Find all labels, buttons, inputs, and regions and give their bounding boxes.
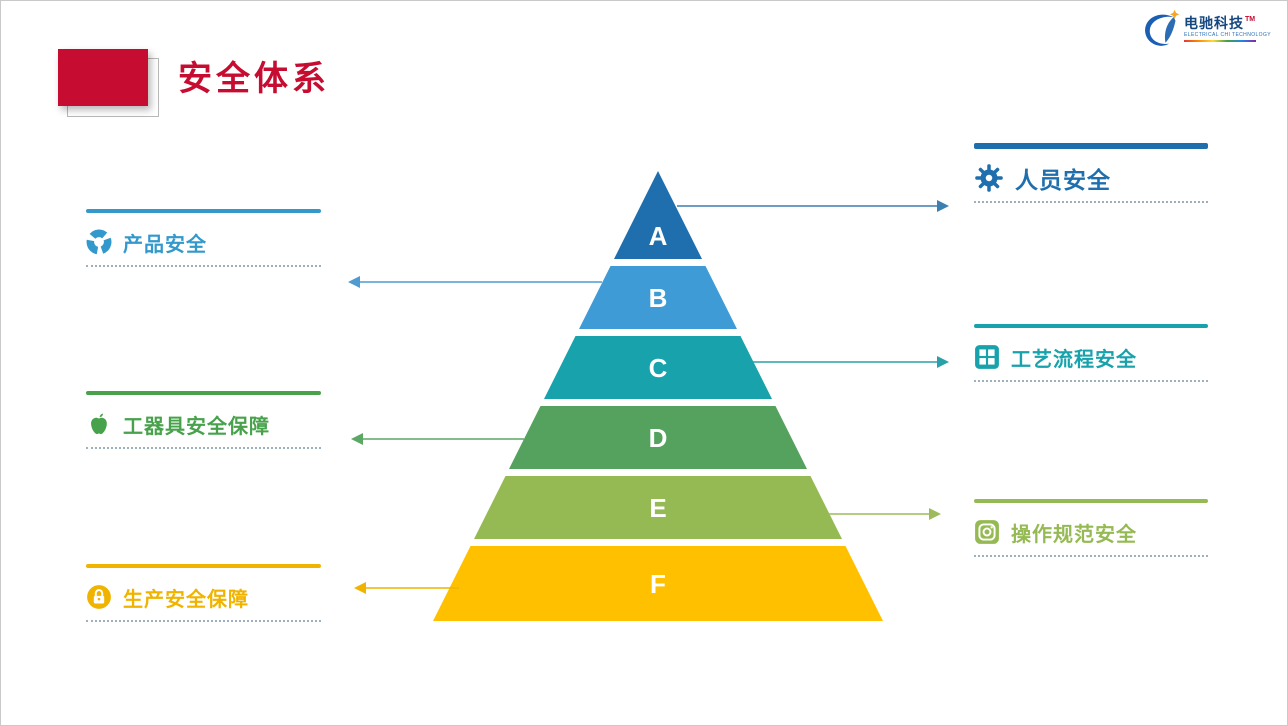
pyramid-letter-b: B xyxy=(649,283,668,313)
dotted-underline xyxy=(86,265,321,267)
label-topbar xyxy=(974,499,1208,503)
pyramid-level-c xyxy=(544,336,772,399)
dotted-underline xyxy=(974,201,1208,203)
logo-text-block: 电驰科技 TM ELECTRICAL CHI TECHNOLOGY xyxy=(1184,7,1271,42)
pyramid-letter-d: D xyxy=(649,423,668,453)
page-title: 安全体系 xyxy=(178,60,330,98)
grid-icon xyxy=(974,344,1000,370)
label-text: 人员安全 xyxy=(1015,167,1111,193)
aperture-icon xyxy=(86,229,112,255)
label-topbar xyxy=(974,324,1208,328)
pyramid-level-b xyxy=(579,266,737,329)
label-block-product-safety: 产品安全 xyxy=(86,209,321,267)
label-block-operation-safety: 操作规范安全 xyxy=(974,499,1208,557)
label-row: 人员安全 xyxy=(974,163,1208,193)
safety-pyramid: A B C D E F xyxy=(433,171,883,621)
logo-tagline: ELECTRICAL CHI TECHNOLOGY xyxy=(1184,32,1271,38)
logo-tm: TM xyxy=(1245,16,1256,23)
pyramid-letter-f: F xyxy=(650,569,666,599)
label-topbar xyxy=(86,209,321,213)
label-text: 工器具安全保障 xyxy=(123,415,270,438)
pyramid-letter-e: E xyxy=(649,493,666,523)
logo-name: 电驰科技 xyxy=(1184,15,1245,31)
label-block-process-safety: 工艺流程安全 xyxy=(974,324,1208,382)
label-topbar xyxy=(86,564,321,568)
label-block-personnel-safety: 人员安全 xyxy=(974,143,1208,203)
pyramid-level-a xyxy=(614,171,702,259)
logo: 电驰科技 TM ELECTRICAL CHI TECHNOLOGY xyxy=(1137,7,1271,51)
label-text: 生产安全保障 xyxy=(123,588,249,611)
camera-icon xyxy=(974,519,1000,545)
label-block-production-safety: 生产安全保障 xyxy=(86,564,321,622)
label-text: 操作规范安全 xyxy=(1011,523,1137,546)
pyramid-letter-c: C xyxy=(649,353,668,383)
pyramid-level-e xyxy=(474,476,842,539)
dotted-underline xyxy=(974,555,1208,557)
label-topbar xyxy=(86,391,321,395)
label-block-tool-safety: 工器具安全保障 xyxy=(86,391,321,449)
label-row: 工器具安全保障 xyxy=(86,411,321,438)
lock-icon xyxy=(86,584,112,610)
label-row: 产品安全 xyxy=(86,229,321,256)
label-topbar xyxy=(974,143,1208,149)
dotted-underline xyxy=(86,447,321,449)
label-row: 工艺流程安全 xyxy=(974,344,1208,371)
pyramid-level-f xyxy=(433,546,883,621)
label-row: 操作规范安全 xyxy=(974,519,1208,546)
logo-swirl-icon xyxy=(1145,9,1180,46)
gear-icon xyxy=(974,163,1004,193)
label-text: 产品安全 xyxy=(123,233,207,256)
logo-rainbow-bar xyxy=(1184,40,1257,42)
dotted-underline xyxy=(974,380,1208,382)
pyramid-level-d xyxy=(509,406,807,469)
label-text: 工艺流程安全 xyxy=(1011,348,1137,371)
apple-icon xyxy=(86,411,112,437)
dotted-underline xyxy=(86,620,321,622)
label-row: 生产安全保障 xyxy=(86,584,321,611)
pyramid-letter-a: A xyxy=(649,221,668,251)
title-block xyxy=(58,49,148,106)
